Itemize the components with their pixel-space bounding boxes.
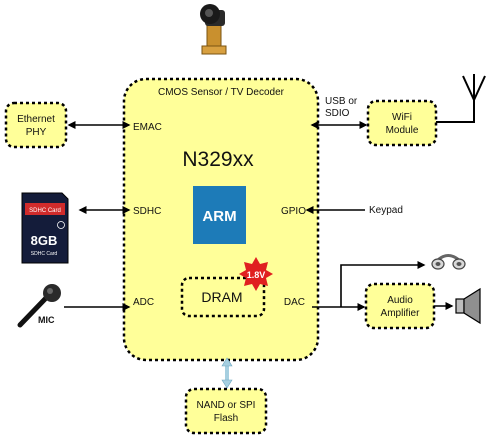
port-emac: EMAC xyxy=(133,122,162,133)
usb-label-1: USB or xyxy=(325,96,358,107)
wifi-label-2: Module xyxy=(386,125,419,136)
headphone-arrow xyxy=(340,261,426,307)
audio-amplifier-block xyxy=(364,282,436,330)
antenna-icon xyxy=(436,74,486,123)
flash-label-1: NAND or SPI xyxy=(197,400,256,411)
port-sdhc: SDHC xyxy=(133,206,161,217)
svg-text:1.8V: 1.8V xyxy=(247,270,266,280)
speaker-icon xyxy=(455,287,481,325)
headphones-icon xyxy=(431,254,466,270)
svg-text:SDHC Card: SDHC Card xyxy=(31,251,58,257)
svg-text:SDHC Card: SDHC Card xyxy=(29,208,61,214)
svg-text:8GB: 8GB xyxy=(31,233,58,248)
voltage-badge: 1.8V xyxy=(239,257,273,291)
arm-logo-icon: ARM xyxy=(193,186,246,244)
wifi-label-1: WiFi xyxy=(392,112,412,123)
port-gpio: GPIO xyxy=(281,206,306,217)
camera-module-icon xyxy=(200,4,227,55)
chip-name: N329xx xyxy=(182,148,254,171)
flash-block xyxy=(184,387,268,435)
usb-label-2: SDIO xyxy=(325,108,350,119)
audio-label-1: Audio xyxy=(387,295,413,306)
ethernet-phy-block xyxy=(4,101,68,149)
port-dac: DAC xyxy=(284,297,305,308)
svg-text:ARM: ARM xyxy=(202,208,236,225)
dram-label: DRAM xyxy=(201,289,242,305)
main-block-title: CMOS Sensor / TV Decoder xyxy=(158,87,285,98)
flash-bidirectional-arrow xyxy=(221,357,233,389)
ethernet-label-2: PHY xyxy=(26,127,47,138)
sd-card-icon: SDHC Card 8GB SDHC Card xyxy=(21,192,69,264)
ethernet-label-1: Ethernet xyxy=(17,114,55,125)
flash-label-2: Flash xyxy=(214,413,238,424)
microphone-icon xyxy=(17,284,61,328)
port-adc: ADC xyxy=(133,297,154,308)
keypad-label: Keypad xyxy=(369,205,403,216)
wifi-module-block xyxy=(366,99,438,147)
mic-label: MIC xyxy=(38,315,55,325)
audio-label-2: Amplifier xyxy=(381,308,421,319)
dram-block xyxy=(180,276,266,318)
